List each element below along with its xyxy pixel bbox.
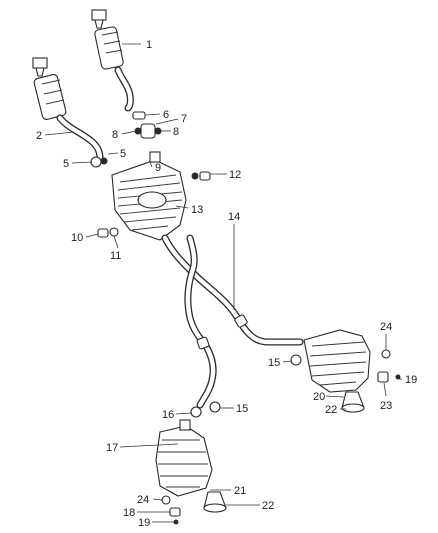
callout-8-left: 8 bbox=[112, 129, 118, 141]
callout-19-right: 19 bbox=[405, 374, 417, 386]
callout-11: 11 bbox=[110, 250, 121, 262]
callout-19-left: 19 bbox=[138, 517, 150, 529]
callout-24-left: 24 bbox=[137, 494, 149, 506]
callout-10: 10 bbox=[71, 232, 83, 244]
callout-16: 16 bbox=[162, 409, 174, 421]
callout-23: 23 bbox=[380, 400, 392, 412]
callout-15-right: 15 bbox=[268, 357, 280, 369]
pipe-left-downpipe bbox=[56, 114, 104, 162]
isolator-part-24-left bbox=[161, 495, 171, 505]
pipe-right-downpipe bbox=[114, 66, 134, 112]
tailpipe-tip-left bbox=[203, 491, 227, 513]
bracket-part-18 bbox=[169, 507, 181, 525]
clamp-part-5 bbox=[90, 156, 108, 168]
callout-15-left: 15 bbox=[236, 403, 248, 415]
callout-labels: 1 2 5 5 6 7 8 8 9 10 11 12 13 14 15 15 1… bbox=[36, 39, 417, 529]
isolator-part-15-left bbox=[209, 401, 221, 413]
callout-6: 6 bbox=[163, 109, 169, 121]
resonator-crossover bbox=[111, 151, 187, 241]
tailpipe-tip-right bbox=[341, 391, 365, 413]
callout-20: 20 bbox=[313, 391, 325, 403]
leader-lines bbox=[44, 43, 402, 523]
callout-9: 9 bbox=[155, 162, 161, 174]
callout-22-left: 22 bbox=[262, 500, 274, 512]
muffler-left bbox=[155, 419, 213, 497]
isolator-part-15-right bbox=[290, 354, 302, 366]
callout-8-right: 8 bbox=[173, 126, 179, 138]
callout-12: 12 bbox=[229, 169, 241, 181]
callout-18: 18 bbox=[123, 507, 135, 519]
callout-1: 1 bbox=[146, 39, 152, 51]
callout-5-right: 5 bbox=[120, 148, 126, 160]
callout-13: 13 bbox=[191, 204, 203, 216]
connector-part-7-8 bbox=[134, 123, 162, 139]
y-pipe bbox=[161, 234, 304, 409]
callout-21: 21 bbox=[234, 485, 246, 497]
flange-part-6 bbox=[132, 111, 146, 120]
catalytic-converter-right bbox=[91, 9, 124, 70]
muffler-right bbox=[303, 329, 371, 393]
callout-22-right: 22 bbox=[325, 404, 337, 416]
catalytic-converter-left bbox=[32, 57, 67, 120]
callout-5-left: 5 bbox=[63, 158, 69, 170]
bracket-part-23 bbox=[377, 371, 401, 383]
callout-14: 14 bbox=[228, 211, 240, 223]
hanger-part-10-11 bbox=[97, 227, 119, 238]
callout-17: 17 bbox=[106, 442, 118, 454]
callout-2: 2 bbox=[36, 130, 42, 142]
hanger-part-12 bbox=[191, 171, 211, 181]
isolator-part-24-right bbox=[381, 349, 391, 359]
clamp-part-16 bbox=[190, 406, 202, 418]
callout-7: 7 bbox=[181, 113, 187, 125]
callout-24-right: 24 bbox=[380, 321, 392, 333]
